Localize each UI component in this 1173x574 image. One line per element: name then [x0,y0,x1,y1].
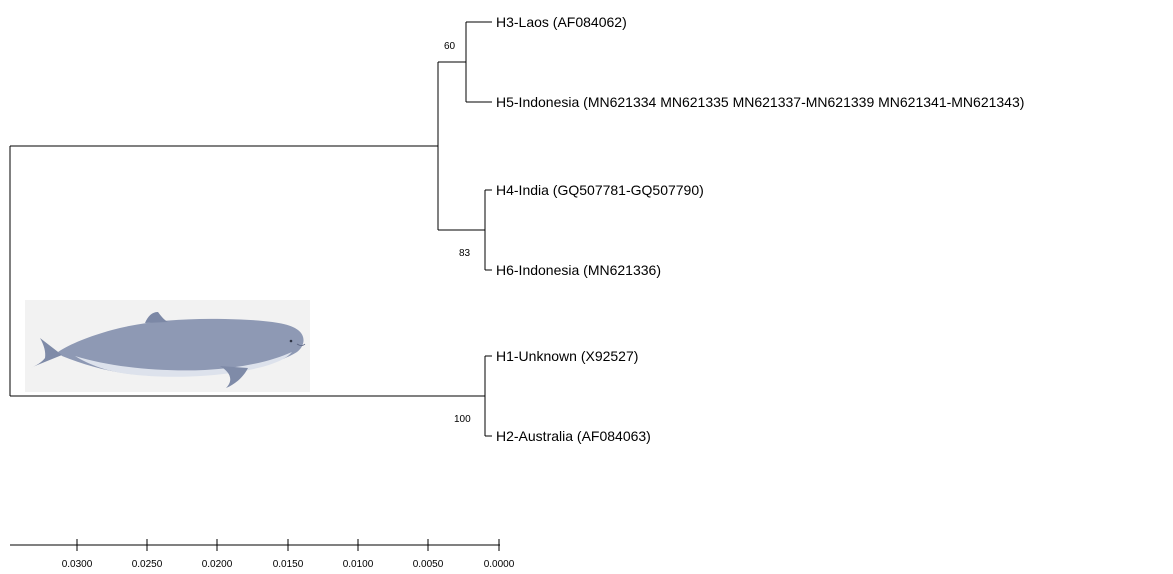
scale-tick-label: 0.0250 [132,559,163,570]
scale-tick-label: 0.0100 [343,559,374,570]
leaf-label-h6: H6-Indonesia (MN621336) [496,262,661,278]
support-value-60: 60 [444,41,456,52]
scale-tick-label: 0.0000 [484,559,515,570]
support-value-83: 83 [459,248,471,259]
scale-axis: 0.0300 0.0250 0.0200 0.0150 0.0100 0.005… [10,539,515,570]
leaf-label-h1: H1-Unknown (X92527) [496,348,638,364]
leaf-label-h4: H4-India (GQ507781-GQ507790) [496,182,704,198]
scale-tick-label: 0.0050 [413,559,444,570]
leaf-label-h3: H3-Laos (AF084062) [496,14,627,30]
scale-tick-label: 0.0200 [202,559,233,570]
dolphin-illustration [25,300,310,392]
leaf-label-h2: H2-Australia (AF084063) [496,428,651,444]
support-value-100: 100 [454,414,471,425]
scale-tick-label: 0.0150 [273,559,304,570]
leaf-label-h5: H5-Indonesia (MN621334 MN621335 MN621337… [496,94,1024,110]
scale-tick-label: 0.0300 [62,559,93,570]
tree-branches [9,21,492,437]
leaf-labels: H3-Laos (AF084062) H5-Indonesia (MN62133… [496,14,1024,444]
support-values: 60 83 100 [444,41,471,425]
